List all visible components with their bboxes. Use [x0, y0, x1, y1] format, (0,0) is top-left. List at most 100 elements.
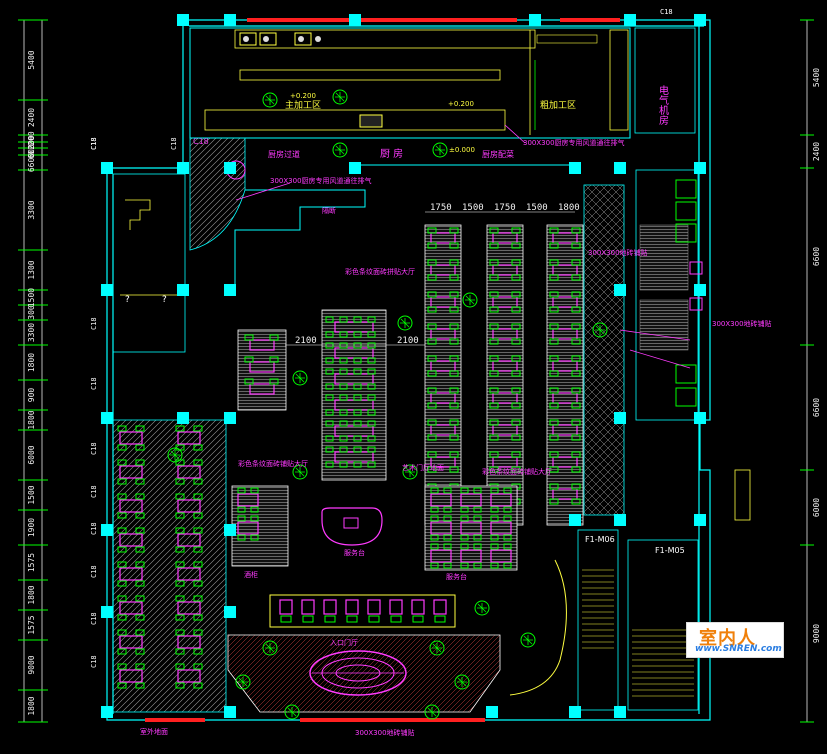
chair	[503, 506, 512, 513]
structural-column	[101, 284, 113, 296]
chair	[117, 580, 127, 587]
dining-table	[492, 296, 518, 308]
chair	[503, 543, 512, 550]
door-tag: C18	[90, 377, 98, 390]
chair	[175, 663, 185, 670]
dining-table	[552, 488, 578, 500]
chair	[339, 368, 348, 375]
chair	[571, 451, 581, 458]
window-tag: C18	[660, 8, 673, 16]
chair	[549, 291, 559, 298]
door-tag: C18	[90, 137, 98, 150]
chair	[175, 425, 185, 432]
chair	[237, 515, 246, 522]
dining-table	[177, 465, 201, 479]
chair	[250, 515, 259, 522]
chair	[511, 387, 521, 394]
logo-text: 室内人	[699, 628, 756, 649]
structural-column	[177, 14, 189, 26]
dining-table	[490, 493, 512, 507]
structural-column	[624, 14, 636, 26]
plant-leaves	[265, 95, 275, 105]
chair	[443, 515, 452, 522]
chair	[193, 580, 203, 587]
chair	[269, 378, 279, 385]
dim-label: 1900	[27, 518, 36, 537]
chair	[193, 459, 203, 466]
chair	[549, 434, 559, 441]
chair	[117, 648, 127, 655]
chair	[175, 493, 185, 500]
aisle-dim-2: 2100	[397, 336, 419, 346]
dining-table	[249, 339, 275, 351]
plant-outline	[167, 447, 183, 463]
dining-table	[552, 392, 578, 404]
chair	[473, 534, 482, 541]
elev-2: +0.200	[448, 100, 474, 108]
chair	[489, 466, 499, 473]
chair	[489, 419, 499, 426]
chair	[511, 291, 521, 298]
chair	[490, 562, 499, 569]
chair	[449, 355, 459, 362]
dim-label: 900	[27, 388, 36, 403]
chair	[368, 615, 380, 623]
aisle-dim-1: 2100	[295, 336, 317, 346]
chair	[490, 487, 499, 494]
plant-leaves	[477, 603, 487, 613]
chair	[430, 515, 439, 522]
table-dim-label: 1750	[494, 203, 516, 213]
chair	[175, 682, 185, 689]
label-main-process: 主加工区	[285, 99, 321, 111]
chair	[117, 512, 127, 519]
chair	[443, 506, 452, 513]
chair	[325, 383, 334, 390]
dining-table	[249, 383, 275, 395]
dining-table	[430, 328, 456, 340]
chair	[325, 368, 334, 375]
dining-table	[460, 493, 482, 507]
structural-column	[101, 524, 113, 536]
chair	[511, 306, 521, 313]
plant-outline	[397, 315, 413, 331]
dim-label: 1575	[27, 553, 36, 572]
bar-stool	[433, 599, 447, 615]
leader-lines	[235, 124, 691, 369]
dining-table	[552, 296, 578, 308]
structural-column	[569, 162, 581, 174]
plant-icon	[397, 315, 413, 331]
bar-counter	[269, 594, 456, 628]
small-table-zone	[237, 329, 287, 411]
chair	[353, 446, 362, 453]
dim-label: 1500	[27, 288, 36, 307]
structural-column	[614, 284, 626, 296]
door-tag: C18	[90, 442, 98, 455]
plant-icon	[292, 464, 308, 480]
dining-table	[492, 392, 518, 404]
chair	[237, 534, 246, 541]
structural-column	[224, 524, 236, 536]
structural-column	[614, 412, 626, 424]
chair	[367, 357, 376, 364]
chair	[489, 259, 499, 266]
dining-table	[119, 465, 143, 479]
dim-label: 5400	[27, 50, 36, 69]
restroom-fixtures	[675, 179, 703, 407]
plant-leaves	[405, 467, 415, 477]
dim-label: 3300	[27, 200, 36, 219]
door-tag: C18	[90, 137, 98, 150]
dining-table	[552, 232, 578, 244]
chair	[193, 595, 203, 602]
chair	[571, 419, 581, 426]
dining-table	[490, 549, 512, 563]
chair	[353, 357, 362, 364]
chair	[449, 306, 459, 313]
chair	[449, 451, 459, 458]
chair	[339, 394, 348, 401]
dim-label: 1800	[27, 696, 36, 715]
chair	[339, 357, 348, 364]
note-entrance: 入口门厅	[330, 638, 358, 647]
